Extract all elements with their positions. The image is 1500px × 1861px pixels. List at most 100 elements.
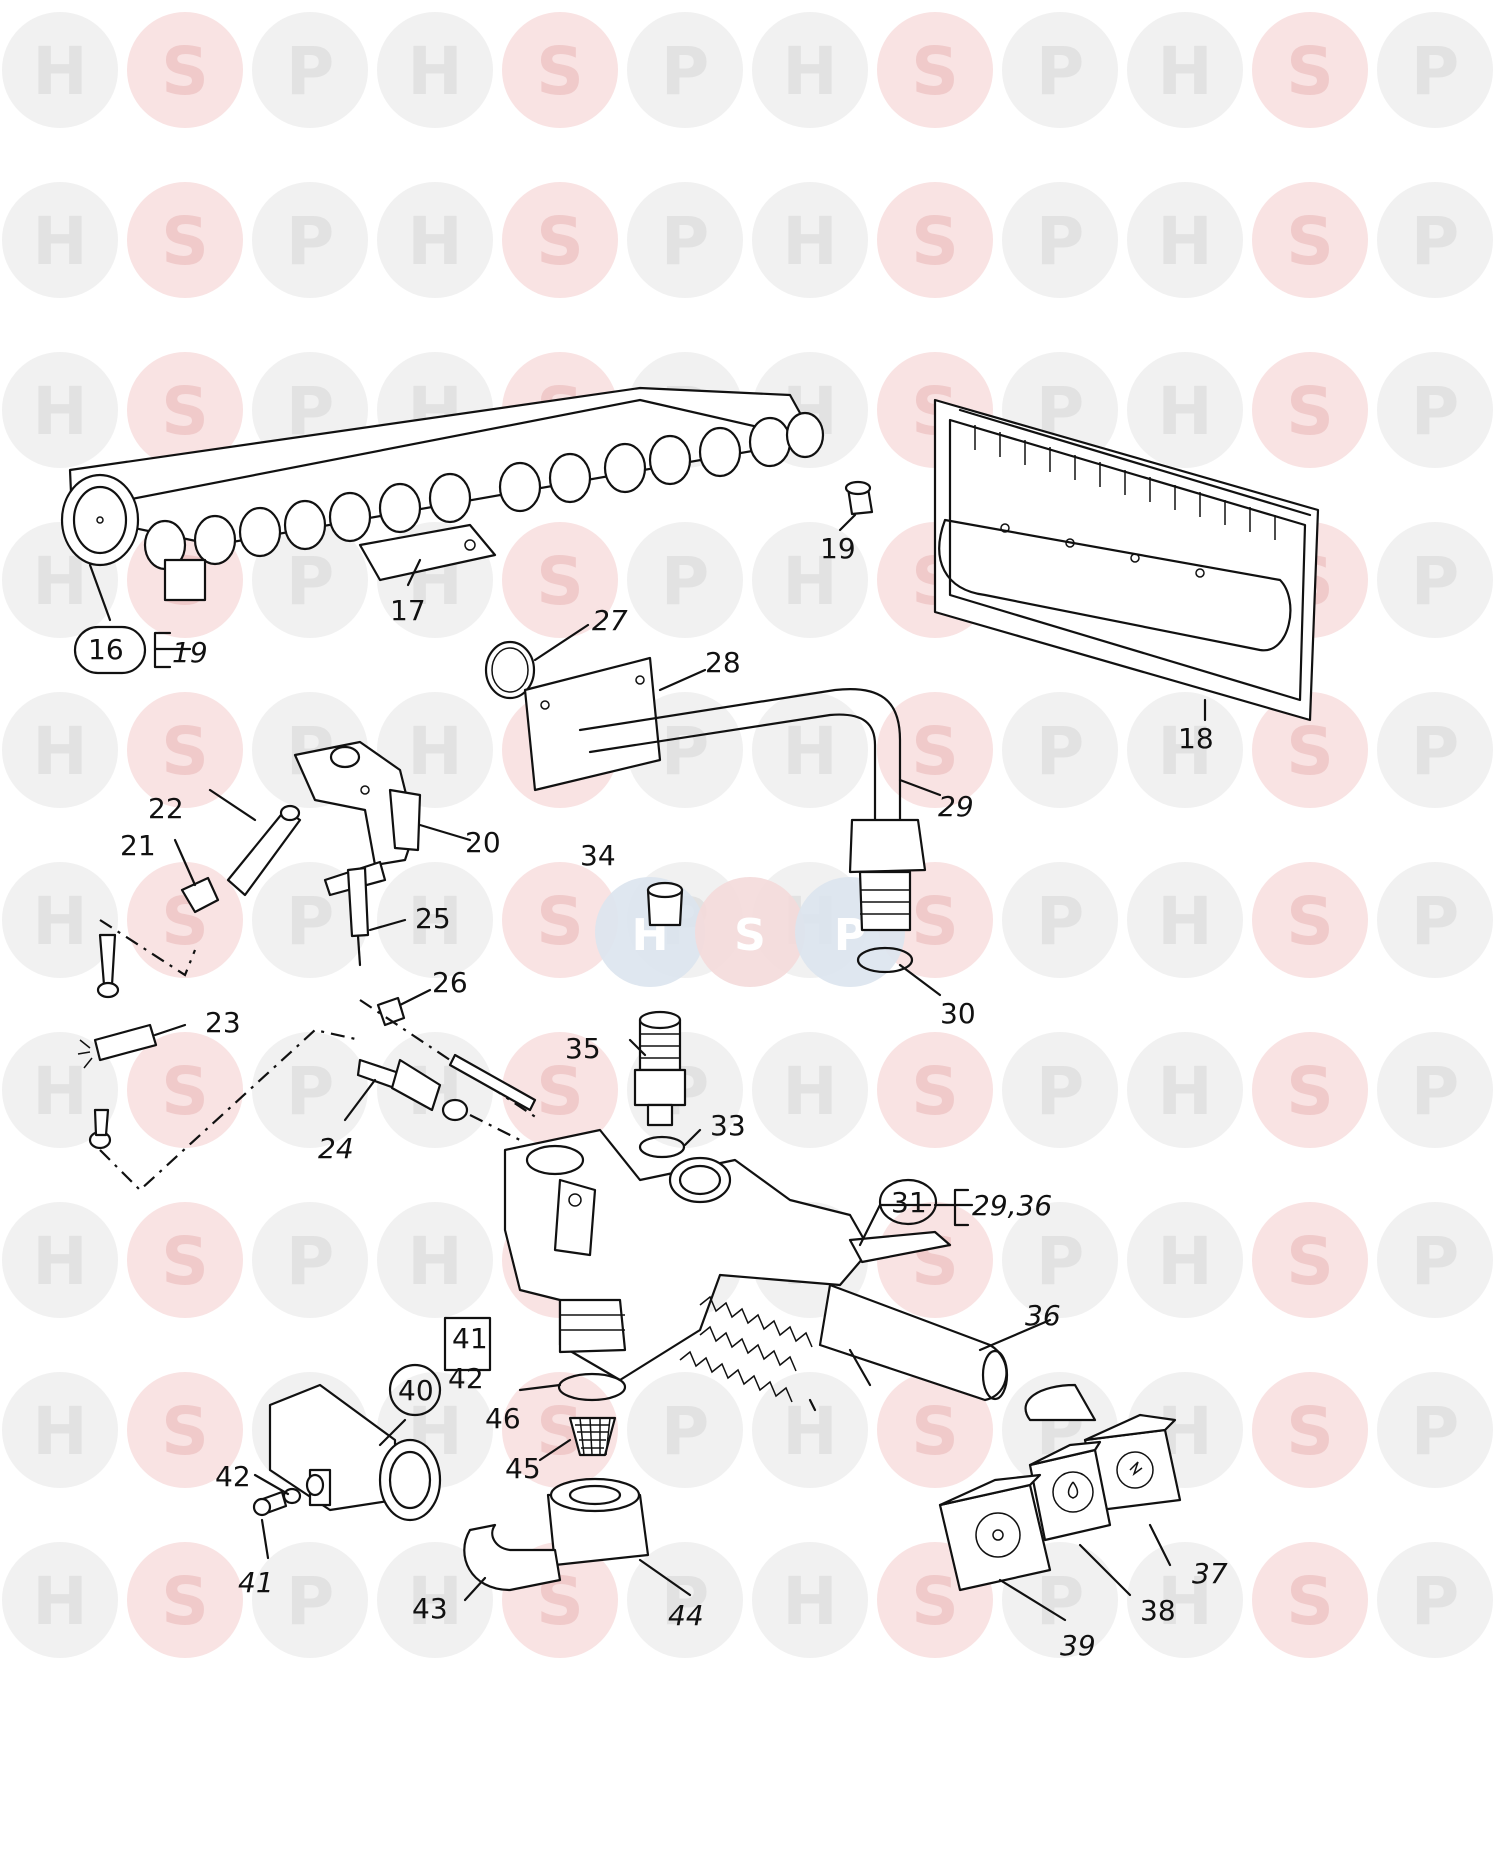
- watermark-disc: [1002, 692, 1118, 808]
- watermark-disc: [2, 352, 118, 468]
- watermark-disc: [1377, 352, 1493, 468]
- part-40-service-valve[interactable]: [268, 1383, 442, 1522]
- part-36-pipe[interactable]: [818, 1283, 1009, 1402]
- part-38-knob[interactable]: [1028, 1440, 1112, 1542]
- watermark-disc: [127, 182, 243, 298]
- watermark-letter: P: [286, 33, 334, 110]
- part-35-adaptor[interactable]: [633, 1010, 687, 1127]
- part-17-bracket[interactable]: [358, 523, 497, 582]
- watermark-disc: [1377, 522, 1493, 638]
- watermark-disc: [252, 1032, 368, 1148]
- part-34-cap[interactable]: [646, 881, 684, 927]
- part-19-injector[interactable]: [844, 480, 874, 516]
- watermark-letter: H: [782, 543, 837, 620]
- part-31-gas-valve[interactable]: [503, 1128, 952, 1382]
- callout-40: 40: [398, 1374, 434, 1407]
- watermark-disc: [252, 182, 368, 298]
- watermark-disc: [1127, 1202, 1243, 1318]
- callout-16: 16: [88, 633, 124, 666]
- part-26-nut[interactable]: [376, 996, 406, 1027]
- watermark-letter: S: [536, 883, 584, 960]
- watermark-disc: [127, 1372, 243, 1488]
- callout-23: 23: [205, 1006, 241, 1039]
- watermark-letter: S: [911, 713, 959, 790]
- part-22-electrode[interactable]: [226, 804, 302, 897]
- callout-frames: [73, 625, 938, 1417]
- watermark-letter: S: [536, 33, 584, 110]
- watermark-letter: H: [782, 1393, 837, 1470]
- watermark-letter: P: [1411, 1223, 1459, 1300]
- watermark-letter: S: [1286, 1393, 1334, 1470]
- watermark-disc: [377, 862, 493, 978]
- part-21-nut[interactable]: [180, 876, 220, 914]
- callout-42: 42: [215, 1460, 251, 1493]
- watermark-letter: P: [1411, 203, 1459, 280]
- watermark-letter: P: [1411, 1563, 1459, 1640]
- callout-25: 25: [415, 902, 451, 935]
- watermark-letter: S: [1286, 1563, 1334, 1640]
- part-41-screw[interactable]: [252, 1490, 288, 1517]
- watermark-letter: S: [1286, 33, 1334, 110]
- callout-44: 44: [668, 1599, 704, 1632]
- watermark-disc: [127, 12, 243, 128]
- watermark-disc: [1127, 12, 1243, 128]
- watermark-letter: H: [782, 713, 837, 790]
- watermark-letter: S: [536, 1053, 584, 1130]
- watermark-disc: [377, 182, 493, 298]
- part-33-washer[interactable]: [638, 1135, 686, 1159]
- watermark-letter: P: [1411, 1393, 1459, 1470]
- watermark-disc: [2, 1372, 118, 1488]
- callout-40-ref-b: 42: [448, 1362, 484, 1395]
- watermark-letter: P: [1411, 883, 1459, 960]
- watermark-letter: P: [1411, 1053, 1459, 1130]
- watermark-disc: [1252, 182, 1368, 298]
- watermark-disc: [1377, 1032, 1493, 1148]
- watermark-disc: [502, 182, 618, 298]
- part-27-o-ring[interactable]: [484, 640, 536, 700]
- watermark-disc: [377, 1202, 493, 1318]
- part-44-nut[interactable]: [546, 1477, 650, 1567]
- part-18-burner[interactable]: [933, 398, 1320, 722]
- watermark-disc: [752, 182, 868, 298]
- part-25-pilot[interactable]: [323, 860, 387, 967]
- watermark-letter: P: [1036, 33, 1084, 110]
- watermark-letter: H: [1157, 203, 1212, 280]
- part-43-elbow-pipe[interactable]: [463, 1523, 562, 1592]
- part-24-thermocouple[interactable]: [356, 1058, 521, 1141]
- part-42-washer[interactable]: [282, 1487, 302, 1505]
- watermark-letter: P: [1036, 203, 1084, 280]
- watermark-letter: S: [1286, 1053, 1334, 1130]
- watermark-letter: H: [32, 1393, 87, 1470]
- watermark-disc: [1377, 692, 1493, 808]
- watermark-letter: P: [1036, 1053, 1084, 1130]
- watermark-letter: P: [286, 883, 334, 960]
- watermark-disc: [1002, 12, 1118, 128]
- callout-37: 37: [1192, 1557, 1228, 1590]
- watermark-disc: [1252, 12, 1368, 128]
- part-16-burner-manifold[interactable]: [60, 386, 825, 602]
- part-46-washer[interactable]: [557, 1372, 627, 1402]
- part-45-filter[interactable]: [568, 1416, 617, 1457]
- part-20-pilot-bracket[interactable]: [293, 740, 422, 867]
- watermark-letter: S: [1286, 883, 1334, 960]
- part-28-29-gas-pipe[interactable]: [523, 656, 927, 932]
- part-23-piezo[interactable]: [77, 1023, 158, 1069]
- callout-27: 27: [592, 604, 628, 637]
- watermark-letter: H: [407, 33, 462, 110]
- callout-labels: 16 19 17 18 19 20 21 22 23 24 25 26 27 2…: [88, 532, 1228, 1662]
- watermark-letter: H: [32, 373, 87, 450]
- watermark-disc: [1127, 182, 1243, 298]
- callout-21: 21: [120, 829, 156, 862]
- watermark-disc: [627, 1372, 743, 1488]
- watermark-letter: P: [661, 203, 709, 280]
- part-30-o-ring[interactable]: [856, 946, 914, 974]
- part-39-knob[interactable]: [938, 1473, 1052, 1592]
- watermark-disc: [127, 1542, 243, 1658]
- callout-34: 34: [580, 839, 616, 872]
- watermark-disc: [252, 522, 368, 638]
- watermark-letter: H: [32, 1563, 87, 1640]
- watermark-letter: H: [1157, 1563, 1212, 1640]
- watermark-letter: P: [1411, 373, 1459, 450]
- watermark-letter: H: [1157, 33, 1212, 110]
